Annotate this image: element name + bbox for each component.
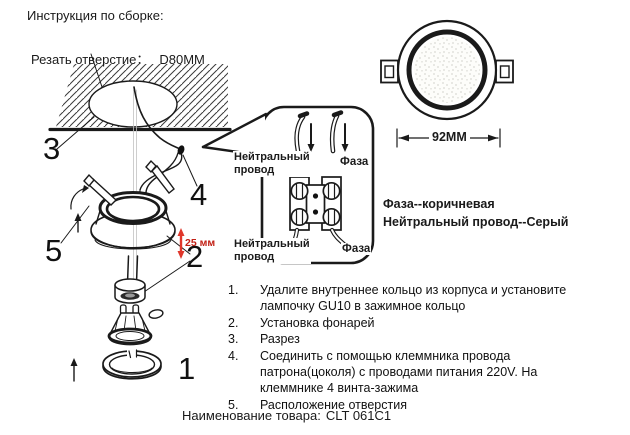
phase-wire-label-top: Фаза	[339, 156, 370, 168]
center-guide-lines	[133, 89, 137, 283]
product-name-value: CLT 061C1	[325, 408, 392, 423]
step-number: 3.	[228, 332, 239, 347]
step-item-3: 3. Разрез	[225, 331, 617, 347]
part-number-2: 2	[186, 239, 204, 274]
cut-hole-value: D80MM	[159, 52, 205, 68]
part-number-5: 5	[45, 233, 63, 268]
top-view-diagram	[380, 19, 514, 121]
cut-hole-label: Резать отверстие： D80MM	[31, 37, 205, 68]
wiring-note-phase: Фаза--коричневая	[383, 197, 495, 211]
gu10-bulb	[107, 304, 164, 346]
down-arrow-icon	[307, 123, 315, 152]
step-item-4: 4. Соединить с помощью клеммника провода…	[225, 348, 617, 397]
assembly-steps-list: 1. Удалите внутреннее кольцо из корпуса …	[225, 282, 617, 413]
neutral-wire-label-top: Нейтральный провод	[233, 151, 311, 177]
diameter-92mm-label: 92MM	[429, 130, 470, 144]
wire-connector	[177, 145, 185, 155]
product-name-line: Наименование товара: CLT 061C1	[182, 408, 391, 423]
spring-clip-right	[145, 159, 175, 194]
down-arrow-icon	[341, 123, 349, 152]
part-leader-lines	[56, 116, 198, 297]
step-number: 2.	[228, 315, 239, 330]
page-title: Инструкция по сборке:	[27, 8, 164, 23]
step-text: Удалите внутреннее кольцо из корпуса и у…	[260, 283, 567, 314]
step-item-5: 5. Расположение отверстия	[225, 397, 617, 413]
lamp-socket	[114, 255, 146, 304]
part-number-1: 1	[178, 351, 196, 386]
product-name-label: Наименование товара:	[182, 408, 321, 423]
step-text: Расположение отверстия	[260, 397, 407, 412]
cut-hole-leader-line	[90, 53, 103, 88]
neutral-wire-label-bottom: Нейтральный провод	[233, 238, 311, 264]
terminal-screws	[290, 181, 341, 227]
ceiling-cutout-diagram	[48, 53, 232, 132]
part-number-4: 4	[190, 177, 208, 212]
step-text: Установка фонарей	[260, 315, 375, 330]
wiring-note-neutral: Нейтральный провод--Серый	[383, 215, 569, 229]
depth-arrow	[177, 228, 185, 259]
clamp-ring	[70, 349, 162, 382]
step-item-1: 1. Удалите внутреннее кольцо из корпуса …	[225, 282, 617, 315]
spring-clip-left	[70, 173, 118, 233]
step-item-2: 2. Установка фонарей	[225, 315, 617, 331]
step-number: 5.	[228, 397, 239, 412]
step-text: Разрез	[260, 332, 300, 347]
cut-hole-text: Резать отверстие：	[31, 52, 150, 68]
depth-25mm-label: 25 мм	[185, 237, 216, 249]
terminal-wires-top	[294, 110, 349, 154]
part-number-3: 3	[43, 131, 61, 166]
step-number: 1.	[228, 283, 239, 297]
step-number: 4.	[228, 348, 239, 363]
phase-wire-label-bottom: Фаза	[341, 243, 372, 255]
rotate-arrow-icon	[70, 188, 84, 210]
loose-ring-piece	[148, 309, 164, 319]
step-text: Соединить с помощью клеммника провода па…	[260, 348, 538, 396]
fixture-body	[90, 191, 176, 250]
